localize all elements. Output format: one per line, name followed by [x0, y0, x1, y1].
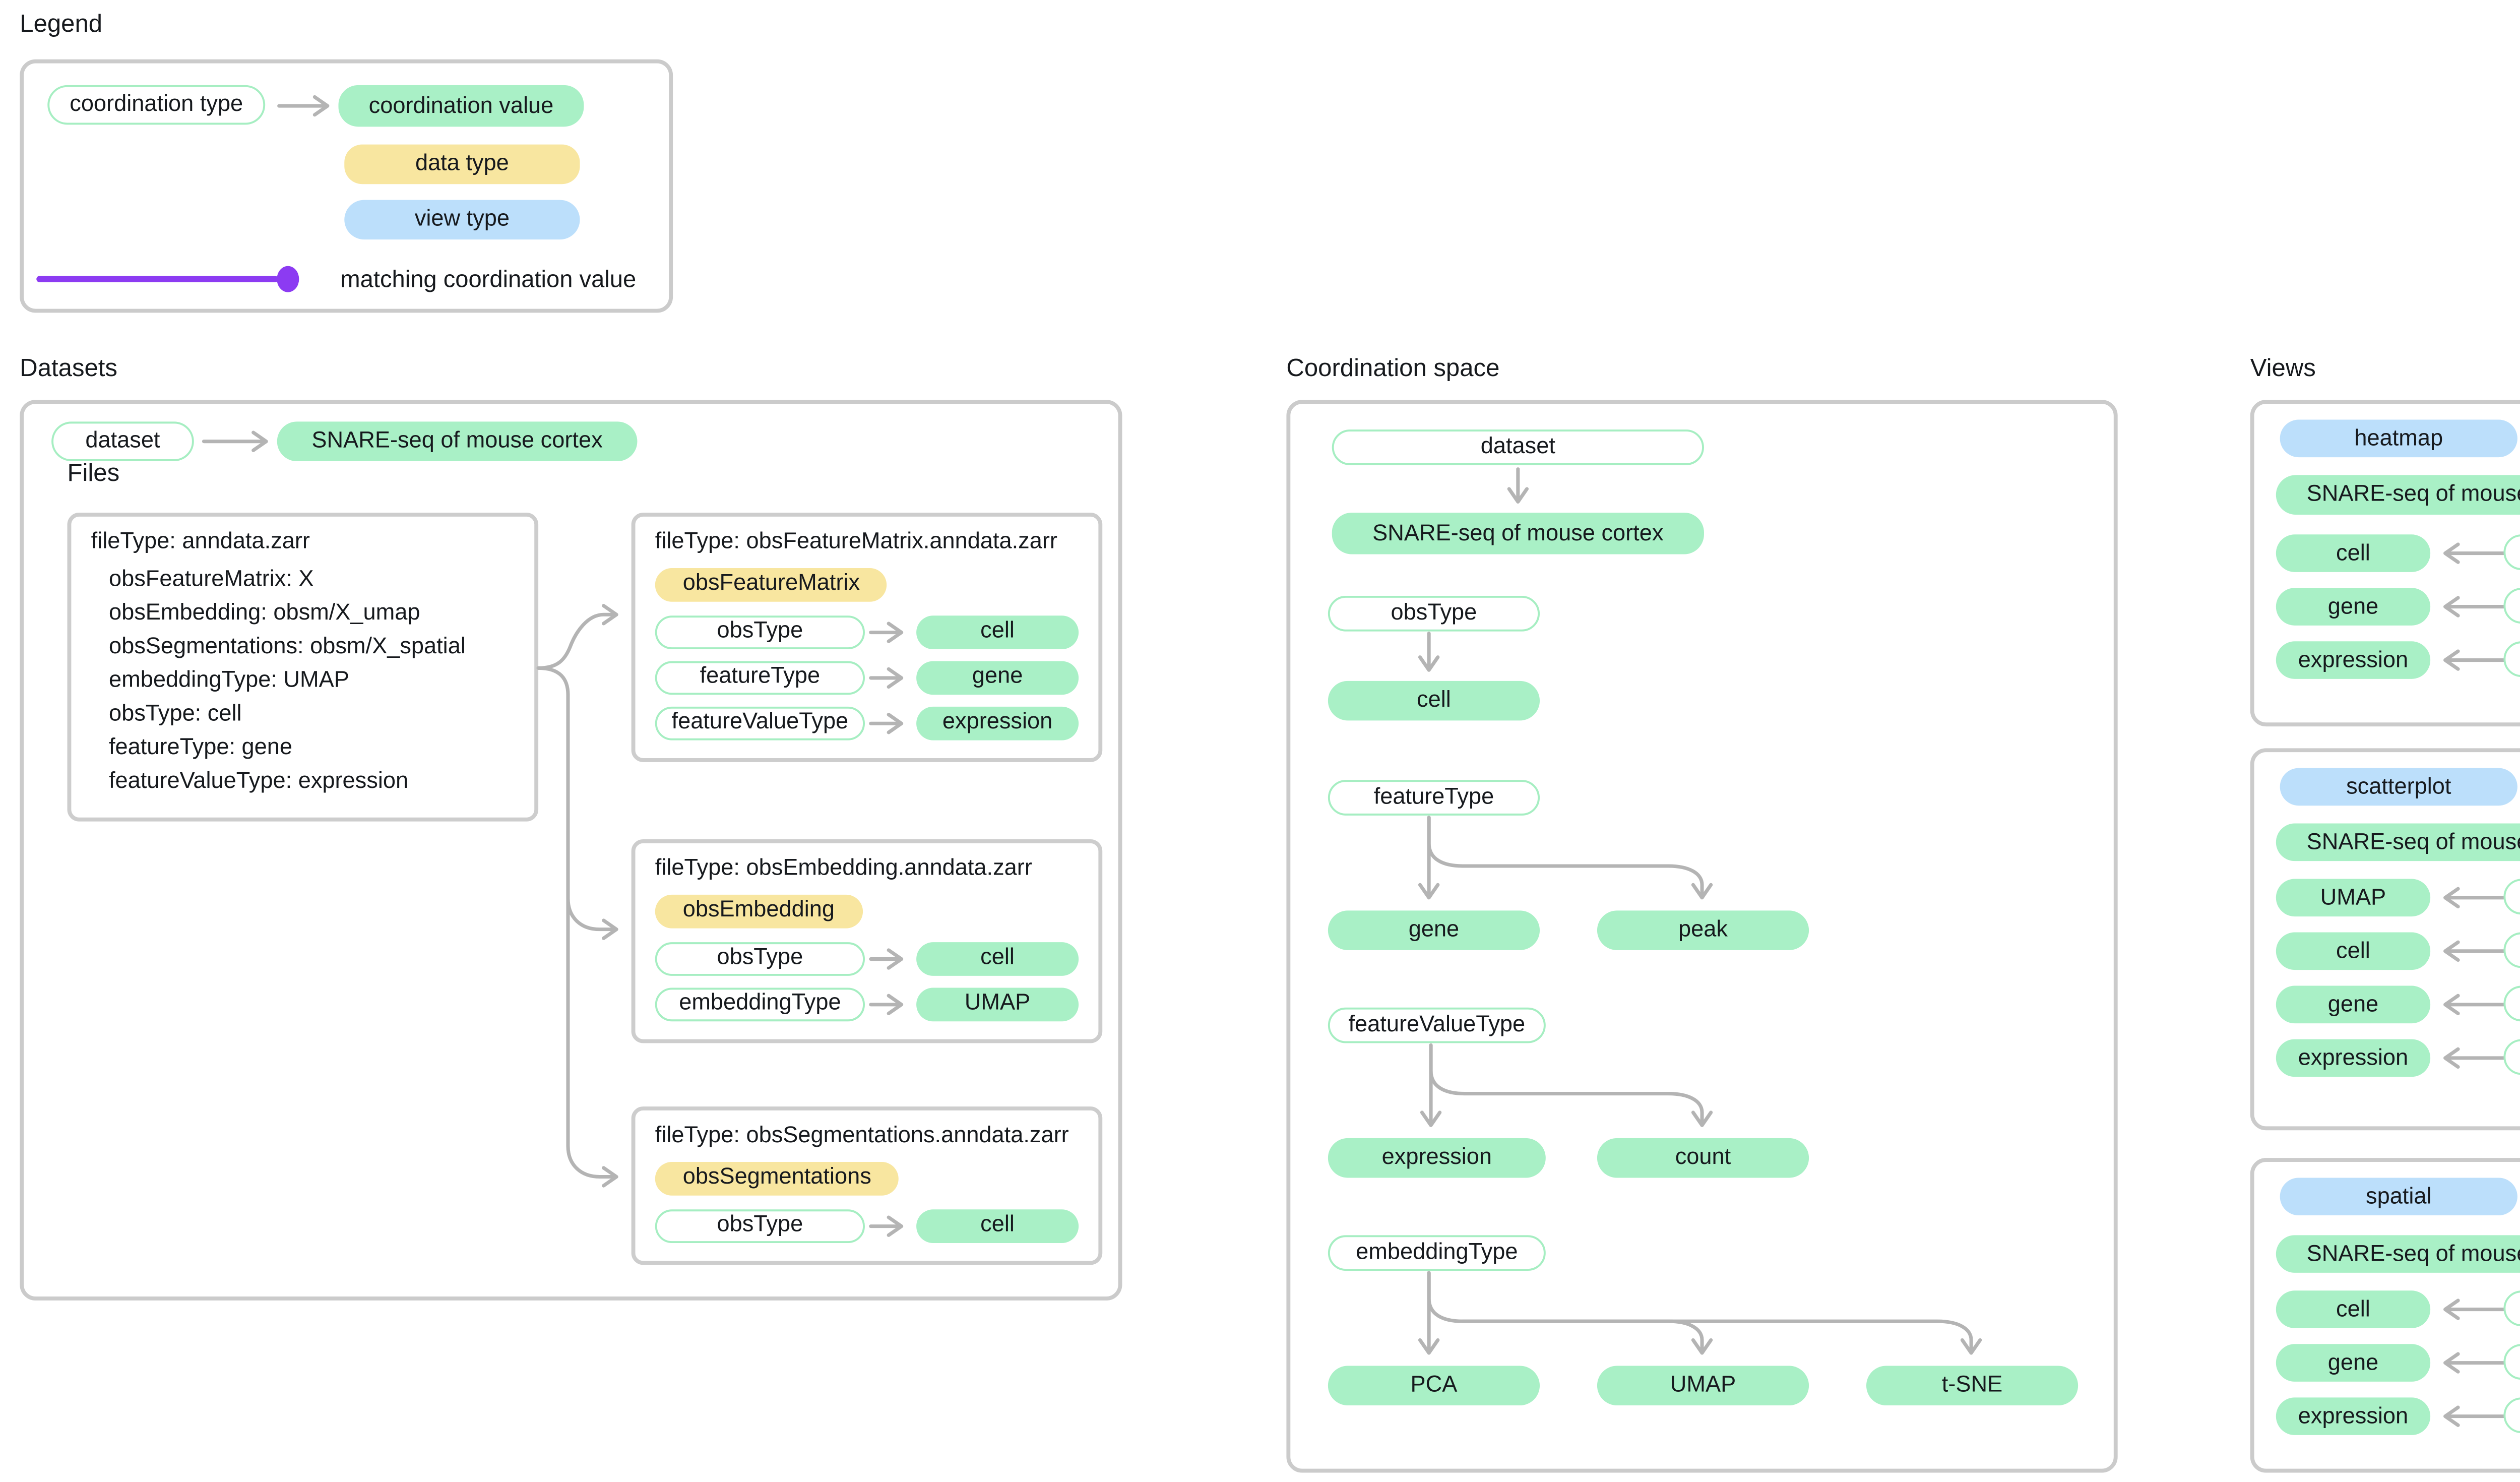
coordination-value-pill: expression — [2276, 1039, 2431, 1077]
coordination-value-pill: gene — [916, 660, 1079, 694]
arrow-right-icon — [869, 947, 904, 969]
coordination-value-pill: cell — [916, 941, 1079, 975]
file-property: featureValueType: expression — [108, 770, 409, 794]
coordination-value-pill: cell — [2276, 932, 2431, 970]
coordination-type-pill: embeddingType — [655, 986, 865, 1021]
coordination-value-pill-pca: PCA — [1328, 1366, 1540, 1406]
coordination-mapping-row: obsType cell — [655, 1208, 1079, 1243]
coordination-value-pill: SNARE-seq of mouse cortex — [2276, 475, 2520, 515]
coordination-type-pill-dataset: dataset — [51, 421, 194, 461]
coordination-value-pill: UMAP — [2276, 879, 2431, 917]
coordination-value-pill: gene — [2276, 1344, 2431, 1382]
view-type-pill-heatmap: heatmap — [2280, 419, 2517, 458]
file-property: obsType: cell — [108, 703, 242, 727]
data-type-pill: obsSegmentations — [655, 1161, 899, 1195]
coordination-value-pill: SNARE-seq of mouse cortex — [2276, 823, 2520, 861]
file-property: obsSegmentations: obsm/X_spatial — [108, 635, 466, 659]
data-type-pill: obsEmbedding — [655, 893, 863, 928]
coordination-type-pill-featurevaluetype: featureValueType — [1328, 1007, 1546, 1043]
coordination-value-pill-tsne: t-SNE — [1866, 1366, 2078, 1406]
coordination-type-pill-featuretype: featureType — [1328, 780, 1540, 816]
file-card-header: fileType: obsEmbedding.anndata.zarr — [655, 857, 1032, 881]
coordination-value-pill: expression — [916, 705, 1079, 739]
coordination-value-pill-gene: gene — [1328, 910, 1540, 950]
coordination-type-pill-dataset: dataset — [1332, 429, 1704, 465]
file-card-header: fileType: obsFeatureMatrix.anndata.zarr — [655, 530, 1058, 554]
view-type-pill-scatterplot: scatterplot — [2280, 768, 2517, 806]
arrow-right-icon — [869, 1214, 904, 1236]
file-card-header: fileType: anndata.zarr — [91, 530, 310, 554]
coordination-value-pill: SNARE-seq of mouse cortex — [2276, 1235, 2520, 1273]
coordination-type-pill: featureType — [655, 660, 865, 694]
coordination-type-pill: coordination type — [47, 85, 266, 125]
coordination-mapping-row: featureValueType expression — [655, 705, 1079, 739]
coordination-value-pill: gene — [2276, 588, 2431, 626]
matching-coordination-value-label: matching coordination value — [340, 265, 637, 293]
coordination-value-pill: UMAP — [916, 986, 1079, 1021]
datasets-title: Datasets — [20, 354, 118, 382]
file-property: obsEmbedding: obsm/X_umap — [108, 601, 420, 626]
file-card-header: fileType: obsSegmentations.anndata.zarr — [655, 1124, 1069, 1148]
file-card-obsembedding: fileType: obsEmbedding.anndata.zarr obsE… — [631, 839, 1103, 1042]
coordination-type-pill: obsType — [655, 1208, 865, 1243]
coordination-value-pill: cell — [916, 614, 1079, 649]
file-card-main: fileType: anndata.zarr obsFeatureMatrix:… — [67, 513, 539, 822]
coordination-mapping-row: embeddingType UMAP — [655, 986, 1079, 1021]
coordination-mapping-row: obsType cell — [655, 941, 1079, 975]
data-type-pill: data type — [344, 144, 580, 184]
file-card-obsfeaturematrix: fileType: obsFeatureMatrix.anndata.zarr … — [631, 513, 1103, 761]
coordination-value-pill: gene — [2276, 985, 2431, 1024]
coordination-mapping-row: obsType cell — [655, 614, 1079, 649]
coordination-value-pill-dataset-name: SNARE-seq of mouse cortex — [277, 421, 638, 461]
coordination-value-pill-cell: cell — [1328, 681, 1540, 721]
coordination-value-pill-peak: peak — [1597, 910, 1809, 950]
file-property: featureType: gene — [108, 736, 293, 760]
coordination-space-title: Coordination space — [1286, 354, 1500, 382]
coordination-value-pill: expression — [2276, 641, 2431, 679]
coordination-value-pill: cell — [2276, 534, 2431, 572]
coordination-value-pill: cell — [2276, 1290, 2431, 1328]
views-title: Views — [2250, 354, 2316, 382]
file-card-obssegmentations: fileType: obsSegmentations.anndata.zarr … — [631, 1106, 1103, 1264]
legend-title: Legend — [20, 10, 103, 38]
coordination-value-pill-umap: UMAP — [1597, 1366, 1809, 1406]
coordination-value-pill: cell — [916, 1208, 1079, 1243]
coordination-value-pill: coordination value — [338, 85, 584, 127]
file-property: obsFeatureMatrix: X — [108, 568, 314, 592]
coordination-type-pill: obsType — [655, 614, 865, 649]
arrow-right-icon — [869, 712, 904, 733]
coordination-value-pill-snare-seq: SNARE-seq of mouse cortex — [1332, 513, 1704, 554]
coordination-value-pill-expression: expression — [1328, 1138, 1546, 1178]
view-type-pill: view type — [344, 200, 580, 240]
arrow-right-icon — [869, 993, 904, 1015]
files-label: Files — [67, 459, 120, 487]
coordination-type-pill-embeddingtype: embeddingType — [1328, 1235, 1546, 1271]
coordination-mapping-row: featureType gene — [655, 660, 1079, 694]
file-property: embeddingType: UMAP — [108, 669, 349, 693]
coordination-value-pill: expression — [2276, 1397, 2431, 1435]
coordination-type-pill-obstype: obsType — [1328, 595, 1540, 632]
view-type-pill-spatial: spatial — [2280, 1178, 2517, 1216]
data-type-pill: obsFeatureMatrix — [655, 567, 888, 601]
coordination-type-pill: obsType — [655, 941, 865, 975]
arrow-right-icon — [869, 666, 904, 688]
coordination-value-pill-count: count — [1597, 1138, 1809, 1178]
arrow-right-icon — [869, 621, 904, 642]
coordination-type-pill: featureValueType — [655, 705, 865, 739]
